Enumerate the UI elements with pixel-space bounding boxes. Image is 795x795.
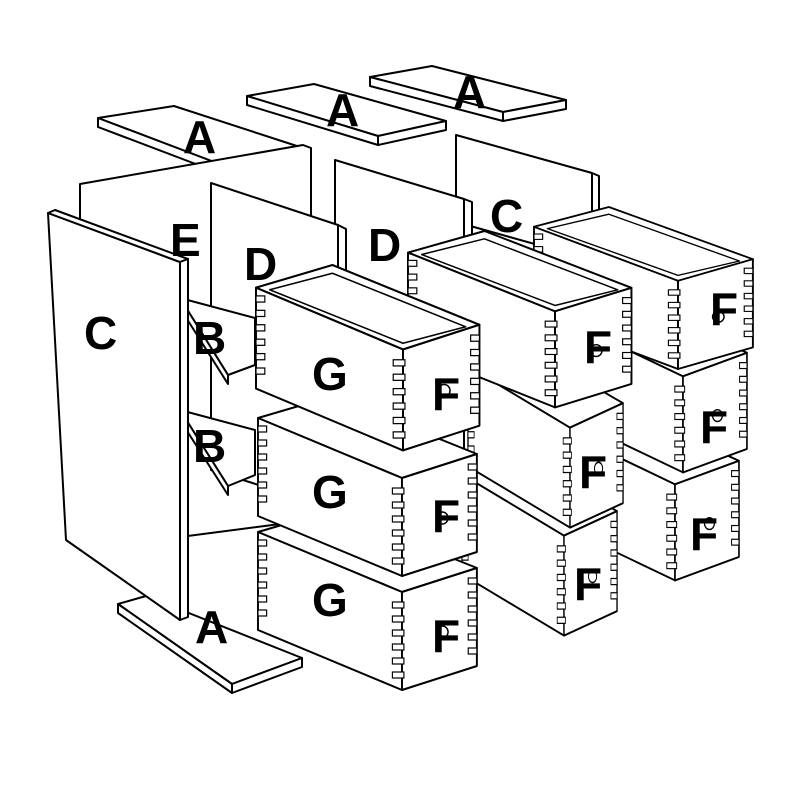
bottom-shelf-a <box>117 595 303 694</box>
label-back-panel: E <box>170 214 201 266</box>
top-shelf-a-middle <box>246 83 447 146</box>
top-shelf-a-right <box>369 65 567 122</box>
label-drawer-g-2: G <box>312 466 348 518</box>
label-side-panel-back: C <box>490 190 523 242</box>
label-drawer-g-1: G <box>312 348 348 400</box>
label-side-panel-left: C <box>84 307 117 359</box>
label-drawer-f-c3-2: F <box>700 401 728 453</box>
label-drawer-f-c3-1: F <box>710 283 738 335</box>
label-shelf-b-2: B <box>193 420 226 472</box>
label-shelf-b-1: B <box>193 312 226 364</box>
label-drawer-f-c2-3: F <box>574 558 602 610</box>
label-drawer-f-c2-2: F <box>579 446 607 498</box>
label-drawer-g-3: G <box>312 574 348 626</box>
label-divider-1: D <box>244 238 277 290</box>
label-drawer-f-c3-3: F <box>690 508 718 560</box>
side-panel-c-left <box>47 209 189 621</box>
label-bottom-shelf: A <box>195 601 228 653</box>
label-drawer-f-c2-1: F <box>584 321 612 373</box>
label-top-shelf-3: A <box>453 66 486 118</box>
label-drawer-f-c1-3: F <box>432 610 460 662</box>
label-drawer-f-c1-1: F <box>432 368 460 420</box>
label-drawer-f-c1-2: F <box>432 490 460 542</box>
label-top-shelf-1: A <box>183 111 216 163</box>
label-top-shelf-2: A <box>326 84 359 136</box>
label-divider-2: D <box>368 219 401 271</box>
